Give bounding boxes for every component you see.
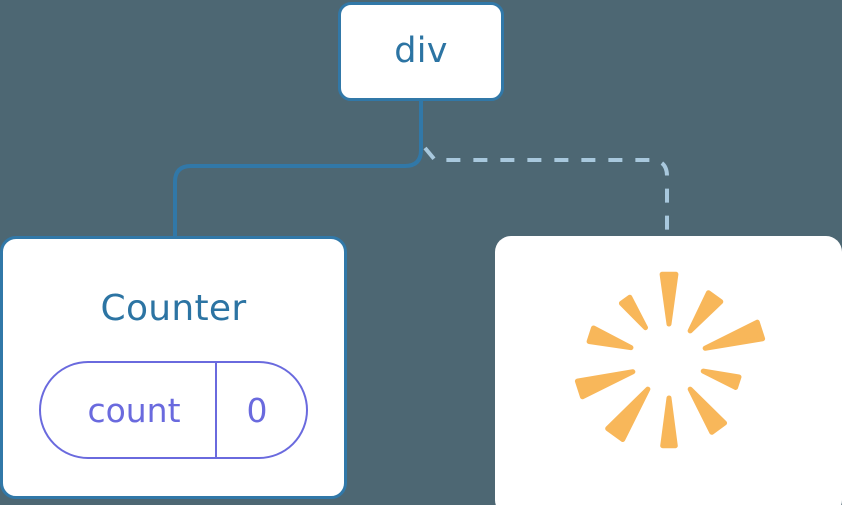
sparkle-ray-0 xyxy=(659,271,679,327)
sparkle-ray-9 xyxy=(618,294,648,331)
sparkle-ray-1 xyxy=(687,290,724,334)
node-effect[interactable] xyxy=(495,236,842,505)
sparkle-ray-5 xyxy=(660,395,678,449)
sparkle-ray-3 xyxy=(700,368,742,390)
state-pill-value: 0 xyxy=(246,390,268,430)
sparkle-ray-6 xyxy=(605,386,651,443)
node-counter[interactable]: Counter count 0 xyxy=(0,236,347,499)
sparkle-ray-8 xyxy=(586,325,634,351)
connector-root-to-effect xyxy=(423,146,669,238)
node-counter-title: Counter xyxy=(100,288,247,329)
sparkle-ray-2 xyxy=(702,319,766,351)
sparkle-ray-4 xyxy=(687,386,728,435)
state-pill-key: count xyxy=(87,390,181,430)
sparkle-burst-icon xyxy=(574,271,766,449)
sparkle-ray-7 xyxy=(574,369,636,400)
node-div-title: div xyxy=(394,31,448,71)
connector-root-to-counter xyxy=(173,98,423,240)
node-div[interactable]: div xyxy=(338,2,504,101)
state-pill-divider xyxy=(214,363,217,457)
state-pill-count[interactable]: count 0 xyxy=(39,361,308,459)
